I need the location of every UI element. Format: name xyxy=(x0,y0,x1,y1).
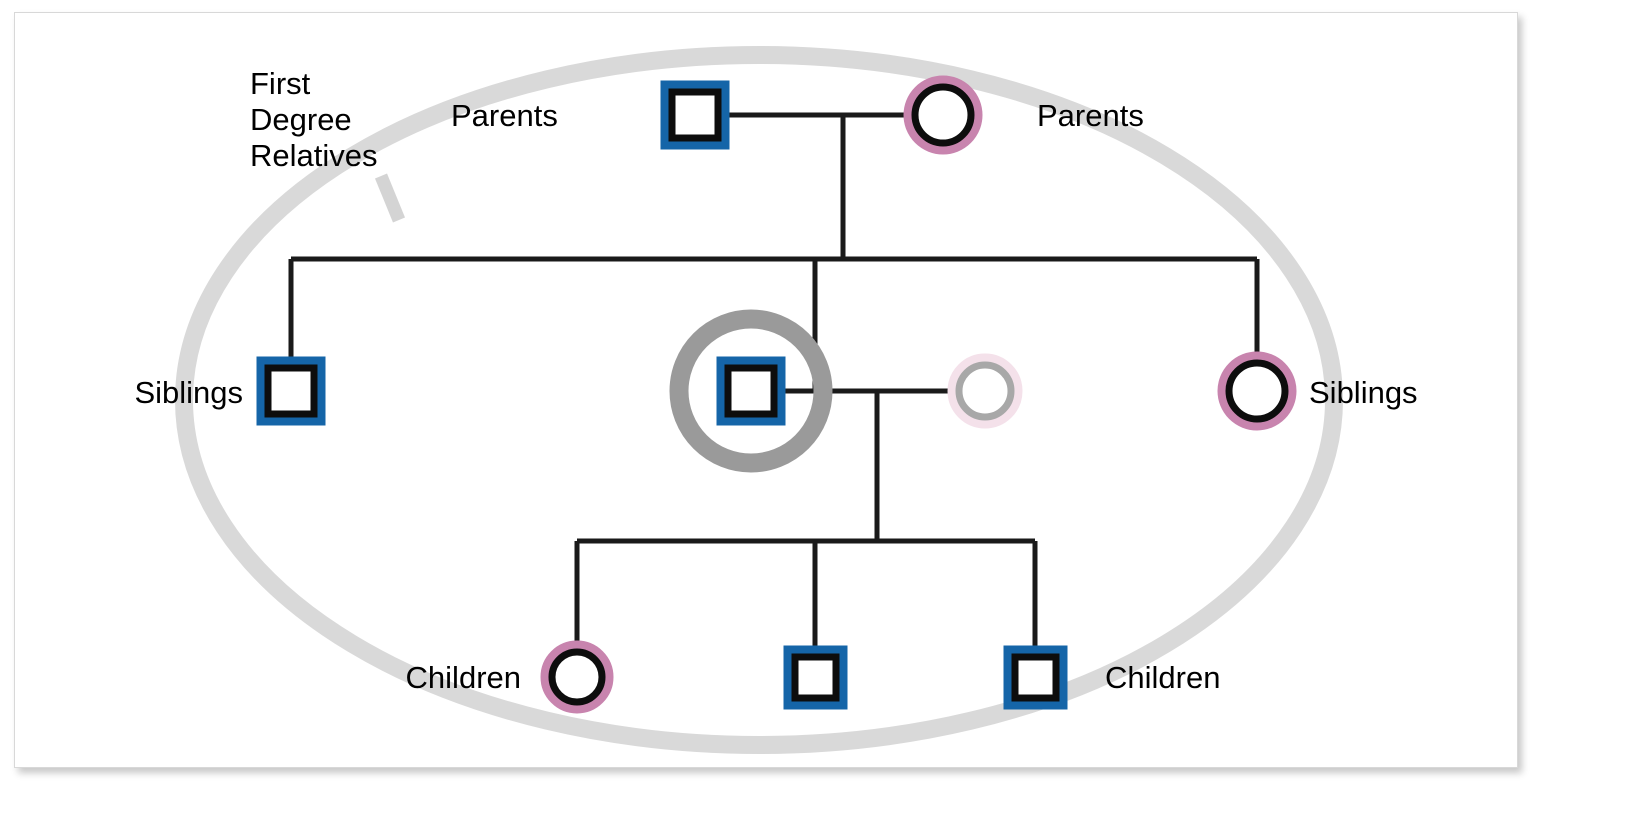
label-first-degree-relatives: First Degree Relatives xyxy=(250,66,378,173)
individual-proband-partner[interactable] xyxy=(947,353,1023,429)
label-parents-right: Parents xyxy=(1037,98,1144,133)
female-circle-inner-icon xyxy=(548,648,606,706)
first-degree-relatives-grouping xyxy=(175,46,1343,754)
first-degree-line-2: Degree xyxy=(250,102,352,137)
individual-sibling-left[interactable] xyxy=(256,356,326,426)
diagram-frame: Parents Parents Siblings xyxy=(14,12,1518,768)
male-square-inner-icon xyxy=(791,653,840,702)
individual-child-3[interactable] xyxy=(1003,645,1068,710)
first-degree-pointer-line xyxy=(374,173,406,223)
male-square-inner-icon xyxy=(264,364,318,418)
individual-sibling-right[interactable] xyxy=(1217,351,1297,431)
label-siblings-left: Siblings xyxy=(134,375,243,410)
first-degree-relatives-ellipse xyxy=(175,46,1343,754)
label-parents-left: Parents xyxy=(451,98,558,133)
label-children-right: Children xyxy=(1105,660,1220,695)
label-children-left: Children xyxy=(406,660,521,695)
first-degree-line-3: Relatives xyxy=(250,138,378,173)
female-circle-inner-icon xyxy=(911,83,975,147)
individual-proband[interactable] xyxy=(716,356,786,426)
first-degree-line-1: First xyxy=(250,66,311,101)
individual-father[interactable] xyxy=(660,80,730,150)
male-square-inner-icon xyxy=(724,364,778,418)
proband-ring-icon xyxy=(669,309,833,473)
female-circle-faded-inner-icon xyxy=(955,361,1015,421)
individual-child-1[interactable] xyxy=(540,640,614,714)
individual-mother[interactable] xyxy=(903,75,983,155)
individual-child-2[interactable] xyxy=(783,645,848,710)
female-circle-inner-icon xyxy=(1225,359,1289,423)
pedigree-connectors xyxy=(288,112,1260,653)
male-square-inner-icon xyxy=(1011,653,1060,702)
male-square-inner-icon xyxy=(668,88,722,142)
label-siblings-right: Siblings xyxy=(1309,375,1418,410)
pedigree-diagram: Parents Parents Siblings xyxy=(134,46,1418,754)
